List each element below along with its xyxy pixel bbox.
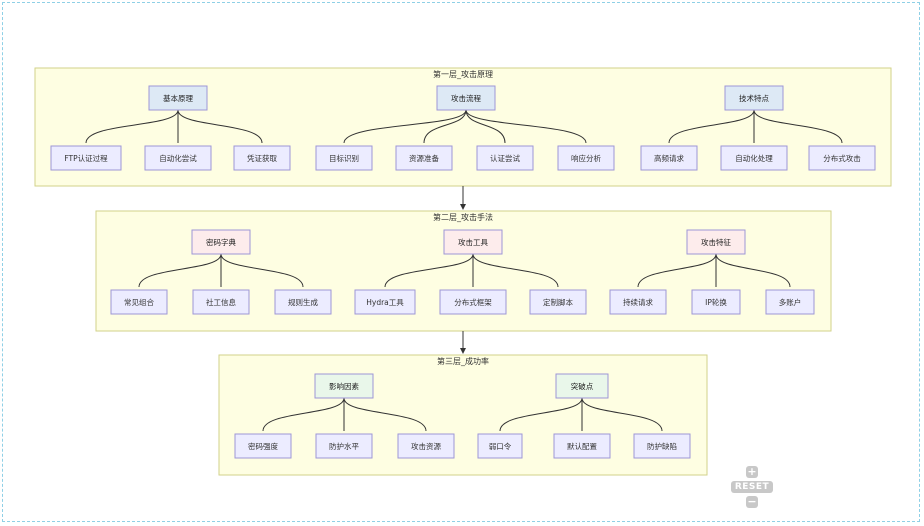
node-tech-features bbox=[724, 85, 784, 111]
node-auto-process-label: 自动化处理 bbox=[735, 153, 773, 163]
edge-break-weak bbox=[499, 397, 583, 432]
node-persistent-req bbox=[609, 289, 667, 315]
layer-3-container bbox=[218, 354, 708, 476]
edge-feat-multi bbox=[715, 253, 791, 288]
node-social-info-label: 社工信息 bbox=[206, 297, 236, 307]
node-high-freq bbox=[640, 145, 698, 171]
node-basic-principle-label: 基本原理 bbox=[163, 93, 193, 103]
edge-flow-resource bbox=[423, 109, 467, 144]
node-weak-password-label: 弱口令 bbox=[489, 441, 512, 451]
edge-basic-cred bbox=[177, 109, 263, 144]
node-custom-script bbox=[529, 289, 587, 315]
layer-2-title: 第二层_攻击手法 bbox=[433, 212, 493, 222]
node-weak-password bbox=[477, 433, 523, 459]
node-default-config bbox=[553, 433, 611, 459]
node-auth-try-label: 认证尝试 bbox=[490, 153, 520, 163]
node-high-freq-label: 高频请求 bbox=[654, 153, 684, 163]
edge-factor-resource bbox=[343, 397, 427, 432]
node-impact-factors-label: 影响因素 bbox=[329, 381, 359, 391]
edge-flow-target bbox=[343, 109, 467, 144]
node-hydra bbox=[354, 289, 416, 315]
node-auth-try bbox=[476, 145, 534, 171]
node-distributed-attack-label: 分布式攻击 bbox=[823, 153, 861, 163]
layer-1-to-2-arrowhead bbox=[460, 204, 466, 210]
node-attack-resource-label: 攻击资源 bbox=[411, 441, 441, 451]
node-common-combo-label: 常见组合 bbox=[124, 297, 154, 307]
node-persistent-req-label: 持续请求 bbox=[623, 297, 653, 307]
node-custom-script-label: 定制脚本 bbox=[543, 297, 573, 307]
node-attack-features bbox=[686, 229, 746, 255]
reset-button[interactable]: RESET bbox=[730, 481, 774, 493]
node-dist-framework-label: 分布式框架 bbox=[454, 297, 492, 307]
node-password-dict bbox=[191, 229, 251, 255]
node-password-dict-label: 密码字典 bbox=[206, 237, 236, 247]
edge-factor-strength bbox=[262, 397, 345, 432]
node-target-id-label: 目标识别 bbox=[329, 153, 359, 163]
node-cred-obtain bbox=[233, 145, 291, 171]
node-multi-account-label: 多账户 bbox=[779, 297, 802, 307]
node-attack-flow bbox=[436, 85, 496, 111]
node-response-analysis-label: 响应分析 bbox=[571, 153, 601, 163]
node-target-id bbox=[315, 145, 373, 171]
edge-dict-common bbox=[138, 253, 222, 288]
zoom-controls: + RESET − bbox=[730, 465, 774, 508]
node-ftp-auth bbox=[50, 145, 122, 171]
node-attack-tools-label: 攻击工具 bbox=[458, 237, 488, 247]
edge-tech-freq bbox=[668, 109, 755, 144]
edge-tech-dist bbox=[753, 109, 843, 144]
node-tech-features-label: 技术特点 bbox=[739, 93, 769, 103]
layer-1-title: 第一层_攻击原理 bbox=[433, 69, 493, 79]
edge-tool-script bbox=[472, 253, 559, 288]
node-default-config-label: 默认配置 bbox=[567, 441, 597, 451]
node-attack-tools bbox=[443, 229, 503, 255]
node-auto-try-label: 自动化尝试 bbox=[159, 153, 197, 163]
edge-flow-response bbox=[465, 109, 587, 144]
node-attack-flow-label: 攻击流程 bbox=[451, 93, 481, 103]
edge-break-defect bbox=[581, 397, 663, 432]
edge-basic-ftp bbox=[85, 109, 179, 144]
node-rule-gen-label: 规则生成 bbox=[288, 297, 318, 307]
node-password-strength bbox=[234, 433, 292, 459]
node-hydra-label: Hydra工具 bbox=[366, 298, 404, 307]
node-multi-account bbox=[765, 289, 815, 315]
node-defense-level bbox=[315, 433, 373, 459]
node-social-info bbox=[192, 289, 250, 315]
node-auto-process bbox=[720, 145, 788, 171]
node-impact-factors bbox=[314, 373, 374, 399]
layer-2-to-3-arrowhead bbox=[460, 348, 466, 354]
node-defense-defect bbox=[633, 433, 691, 459]
node-attack-features-label: 攻击特征 bbox=[701, 237, 731, 247]
node-response-analysis bbox=[557, 145, 615, 171]
node-rule-gen bbox=[274, 289, 332, 315]
edge-tool-hydra bbox=[384, 253, 474, 288]
node-attack-resource bbox=[397, 433, 455, 459]
node-ip-rotation bbox=[691, 289, 741, 315]
edge-dict-rule bbox=[220, 253, 304, 288]
node-password-strength-label: 密码强度 bbox=[248, 441, 278, 451]
node-defense-level-label: 防护水平 bbox=[329, 441, 359, 451]
node-distributed-attack bbox=[808, 145, 876, 171]
node-ftp-auth-label: FTP认证过程 bbox=[64, 153, 108, 163]
node-resource-prep-label: 资源准备 bbox=[409, 153, 439, 163]
node-breakthrough-label: 突破点 bbox=[571, 381, 594, 391]
node-basic-principle bbox=[148, 85, 208, 111]
edge-flow-auth bbox=[465, 109, 506, 144]
node-auto-try bbox=[144, 145, 212, 171]
layer-3-title: 第三层_成功率 bbox=[437, 356, 489, 366]
node-ip-rotation-label: IP轮换 bbox=[705, 297, 727, 307]
node-resource-prep bbox=[395, 145, 453, 171]
node-defense-defect-label: 防护缺陷 bbox=[647, 441, 677, 451]
node-cred-obtain-label: 凭证获取 bbox=[247, 153, 277, 163]
node-common-combo bbox=[110, 289, 168, 315]
zoom-in-button[interactable]: + bbox=[746, 465, 758, 478]
edge-feat-persist bbox=[637, 253, 717, 288]
node-breakthrough bbox=[555, 373, 609, 399]
node-dist-framework bbox=[439, 289, 507, 315]
zoom-out-button[interactable]: − bbox=[746, 495, 758, 508]
